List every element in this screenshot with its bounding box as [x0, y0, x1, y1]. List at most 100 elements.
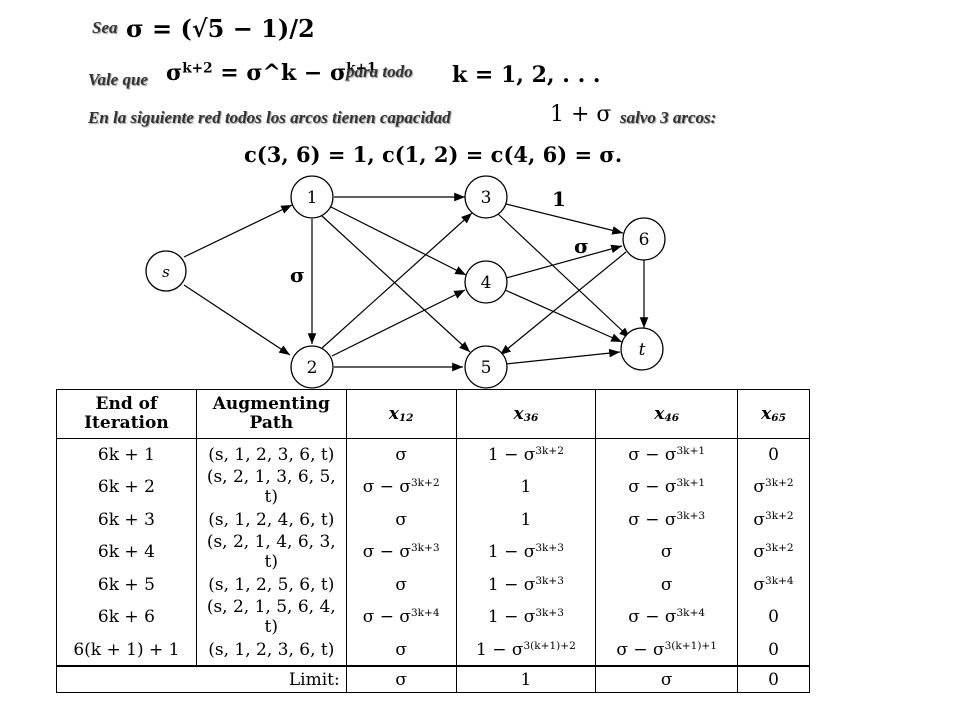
cell-iter: 6k + 3 — [56, 507, 197, 532]
edge-2-4 — [331, 289, 466, 357]
cell-x12: σ — [345, 572, 457, 597]
table-row: 6(k + 1) + 1 (s, 1, 2, 3, 6, t) σ 1 − σ3… — [56, 637, 810, 666]
node-6 — [622, 217, 666, 261]
edge-4-6 — [505, 244, 623, 279]
cell-x36: 1 — [455, 467, 597, 507]
header-x12: x12 — [345, 389, 457, 439]
limit-x46: σ — [595, 665, 739, 693]
sea-label: Sea — [92, 18, 118, 37]
table-row: 6k + 5 (s, 1, 2, 5, 6, t) σ 1 − σ3k+3 σ … — [56, 572, 810, 597]
node-label-1: 1 — [307, 188, 318, 208]
limit-x36: 1 — [455, 665, 597, 693]
cell-path: (s, 1, 2, 4, 6, t) — [195, 507, 347, 532]
header-x65: x65 — [737, 389, 810, 439]
cell-x36: 1 — [455, 507, 597, 532]
cell-x46: σ − σ3(k+1)+1 — [595, 637, 739, 666]
cell-x65: σ3k+2 — [737, 507, 810, 532]
table-header-row: End of Iteration Augmenting Path x12 x36… — [56, 389, 810, 439]
augmenting-path-table: End of Iteration Augmenting Path x12 x36… — [56, 389, 810, 693]
cell-x12: σ — [345, 507, 457, 532]
cell-x12: σ − σ3k+4 — [345, 597, 457, 637]
edge-label-1-2: σ — [290, 263, 305, 287]
edge-s-2 — [183, 284, 291, 356]
limit-label: Limit: — [56, 665, 347, 693]
node-3 — [464, 175, 508, 219]
edge-label-3-6: 1 — [552, 187, 566, 211]
node-label-4: 4 — [481, 273, 492, 293]
node-s — [145, 250, 187, 292]
cell-iter: 6(k + 1) + 1 — [56, 637, 197, 666]
header-x36: x36 — [455, 389, 597, 439]
edge-4-t — [504, 289, 623, 343]
limit-x65: 0 — [737, 665, 810, 693]
cell-x12: σ — [345, 438, 457, 467]
capacity-value: 1 + σ — [550, 102, 612, 127]
node-t — [620, 327, 664, 371]
edge-s-1 — [183, 204, 293, 258]
table-row: 6k + 2 (s, 2, 1, 3, 6, 5, t) σ − σ3k+2 1… — [56, 467, 810, 507]
header-x46-text: x46 — [654, 403, 680, 424]
cell-iter: 6k + 6 — [56, 597, 197, 637]
cell-x65: σ3k+4 — [737, 572, 810, 597]
header-x12-text: x12 — [388, 403, 414, 424]
node-label-2: 2 — [307, 358, 318, 378]
recurrence-text: σk+2 = σ^k − σk+1 — [166, 60, 377, 86]
table-row: 6k + 4 (s, 2, 1, 4, 6, 3, t) σ − σ3k+3 1… — [56, 532, 810, 572]
table-row: 6k + 6 (s, 2, 1, 5, 6, 4, t) σ − σ3k+4 1… — [56, 597, 810, 637]
edge-3-t — [497, 213, 631, 339]
table-row: 6k + 3 (s, 1, 2, 4, 6, t) σ 1 σ − σ3k+3 … — [56, 507, 810, 532]
header-x65-text: x65 — [761, 403, 786, 424]
network-sentence: En la siguiente red todos los arcos tien… — [88, 108, 451, 127]
node-label-6: 6 — [639, 230, 650, 250]
cell-x12: σ — [345, 637, 457, 666]
para-todo-label: para todo — [346, 62, 413, 81]
cell-x36: 1 − σ3(k+1)+2 — [455, 637, 597, 666]
node-4 — [464, 260, 508, 304]
vale-que-label: Vale que — [88, 70, 148, 89]
header-aug-line1: Augmenting — [212, 394, 330, 414]
cell-path: (s, 2, 1, 5, 6, 4, t) — [195, 597, 347, 637]
sigma-definition: σ = (√5 − 1)/2 — [126, 14, 315, 43]
header-end-of-iteration: End of Iteration — [56, 389, 197, 439]
cell-iter: 6k + 4 — [56, 532, 197, 572]
cell-x65: 0 — [737, 637, 810, 666]
cell-x65: σ3k+2 — [737, 467, 810, 507]
header-end-line1: End of — [95, 394, 158, 414]
edge-2-3 — [321, 212, 473, 349]
cell-x36: 1 − σ3k+3 — [455, 597, 597, 637]
cell-x36: 1 − σ3k+3 — [455, 572, 597, 597]
edge-3-6 — [505, 203, 624, 235]
cell-x65: σ3k+2 — [737, 532, 810, 572]
cell-x36: 1 − σ3k+3 — [455, 532, 597, 572]
node-2 — [290, 345, 334, 389]
cell-path: (s, 1, 2, 3, 6, t) — [195, 637, 347, 666]
cell-x46: σ — [595, 572, 739, 597]
node-label-t: t — [639, 340, 646, 360]
header-end-line2: Iteration — [84, 413, 169, 433]
capacity-exceptions: c(3, 6) = 1, c(1, 2) = c(4, 6) = σ. — [244, 142, 623, 167]
node-5 — [464, 345, 508, 389]
node-label-5: 5 — [481, 358, 492, 378]
cell-path: (s, 1, 2, 5, 6, t) — [195, 572, 347, 597]
cell-x12: σ − σ3k+3 — [345, 532, 457, 572]
header-x46: x46 — [595, 389, 739, 439]
recurrence-formula: σk+2 = σ^k − σk+1 — [166, 60, 377, 86]
cell-iter: 6k + 5 — [56, 572, 197, 597]
cell-path: (s, 2, 1, 4, 6, 3, t) — [195, 532, 347, 572]
salvo-label: salvo 3 arcos: — [620, 108, 717, 127]
cell-x46: σ — [595, 532, 739, 572]
edge-1-5 — [321, 215, 471, 353]
cell-path: (s, 1, 2, 3, 6, t) — [195, 438, 347, 467]
node-label-3: 3 — [481, 188, 492, 208]
cell-iter: 6k + 2 — [56, 467, 197, 507]
edge-1-4 — [330, 206, 467, 276]
cell-x65: 0 — [737, 597, 810, 637]
cell-x36: 1 − σ3k+2 — [455, 438, 597, 467]
cell-x46: σ − σ3k+4 — [595, 597, 739, 637]
header-aug-line2: Path — [249, 413, 294, 433]
cell-x46: σ − σ3k+1 — [595, 438, 739, 467]
k-values: k = 1, 2, . . . — [452, 62, 601, 88]
header-augmenting-path: Augmenting Path — [195, 389, 347, 439]
cell-x12: σ − σ3k+2 — [345, 467, 457, 507]
